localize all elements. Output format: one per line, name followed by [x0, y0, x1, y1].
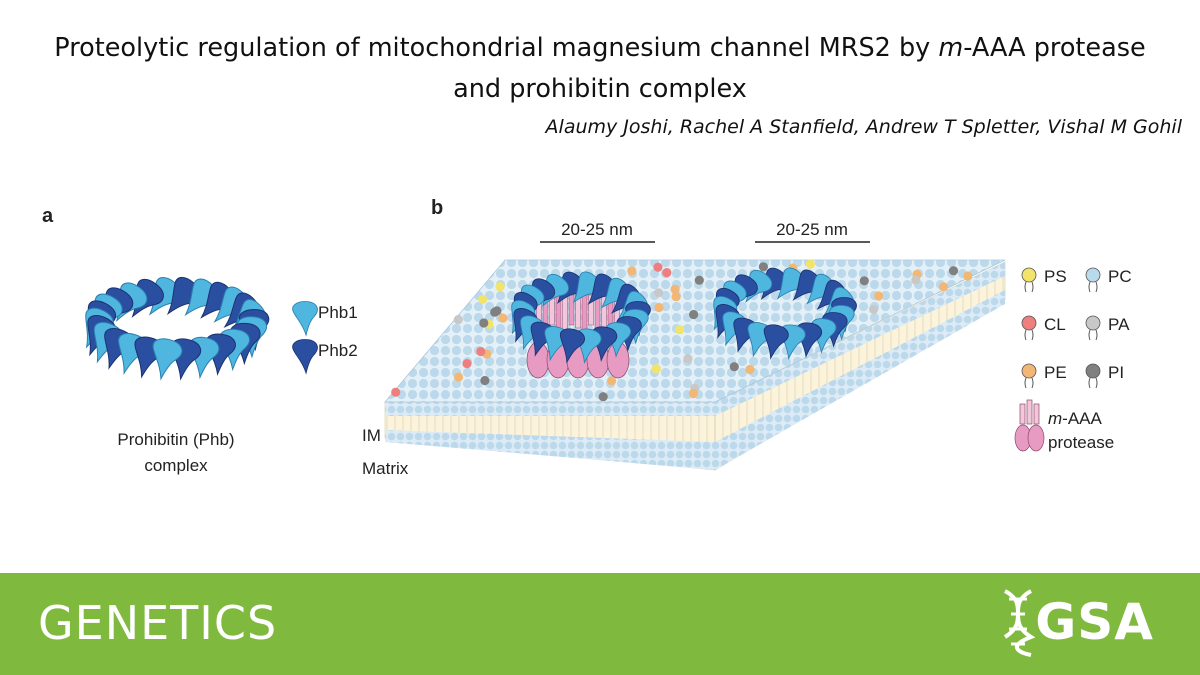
panel-a-caption-line1: Prohibitin (Phb)	[117, 430, 234, 449]
pe-legend-label: PE	[1044, 363, 1067, 382]
pa-legend-label: PA	[1108, 315, 1130, 334]
phb1-legend-icon	[292, 301, 318, 336]
lipid-head	[675, 325, 685, 335]
title-part1: Proteolytic regulation of mitochondrial …	[54, 33, 939, 63]
title-line2: and prohibitin complex	[453, 74, 747, 104]
m-aaa-protease-icon	[1014, 399, 1045, 452]
lipid-head	[480, 375, 490, 386]
lipid-head	[598, 392, 608, 402]
phb2-legend-icon	[292, 339, 318, 374]
dna-helix-icon	[1004, 589, 1036, 657]
scale-label-left: 20-25 nm	[561, 220, 633, 239]
title-part2: -AAA protease	[963, 33, 1146, 63]
lipid-head	[490, 307, 500, 317]
m-aaa-rest: -AAA	[1062, 409, 1102, 428]
protease-legend-label: protease	[1048, 433, 1114, 452]
lipid-head	[671, 292, 681, 302]
lipid-head	[607, 376, 617, 386]
pc-legend-label: PC	[1108, 267, 1132, 286]
pc-lipid-icon	[1085, 267, 1101, 293]
scale-label-right: 20-25 nm	[776, 220, 848, 239]
protease-helix	[588, 294, 594, 326]
lipid-head	[745, 364, 755, 375]
lipid-head	[654, 288, 664, 298]
lipid-head	[670, 284, 680, 294]
pi-lipid-icon	[1085, 363, 1101, 389]
author-list: Alaumy Joshi, Rachel A Stanfield, Andrew…	[545, 116, 1182, 138]
lipid-head	[869, 304, 879, 314]
footer-bar: GENETICS GSA	[0, 573, 1200, 675]
lipid-head	[654, 302, 664, 313]
matrix-label: Matrix	[362, 459, 409, 478]
coloured-lipid-heads	[391, 259, 973, 402]
m-aaa-legend-label: m-AAA	[1048, 409, 1103, 428]
journal-name: GENETICS	[38, 596, 278, 650]
ps-legend-label: PS	[1044, 267, 1067, 286]
im-label: IM	[362, 426, 381, 445]
lipid-head	[729, 362, 739, 372]
lipid-head	[453, 372, 464, 382]
lipid-head	[948, 266, 959, 276]
lipid-head	[805, 259, 816, 269]
phb1-legend-label: Phb1	[318, 303, 358, 322]
figure-illustration: a Phb1 Phb2 Prohibitin (Phb) complex b 2…	[42, 197, 1132, 478]
lipid-head	[462, 359, 472, 369]
lipid-head	[758, 262, 769, 272]
lipid-head	[911, 275, 921, 285]
lipid-head	[689, 309, 699, 320]
lipid-head	[453, 315, 463, 325]
lipid-legend: PS PC CL PA	[1014, 267, 1132, 452]
prohibitin-ring	[71, 272, 272, 383]
panel-a-caption-line2: complex	[144, 456, 208, 475]
figure: a Phb1 Phb2 Prohibitin (Phb) complex b 2…	[0, 180, 1200, 540]
pe-lipid-icon	[1021, 363, 1037, 389]
title-italic-m: m	[938, 33, 964, 63]
pi-legend-label: PI	[1108, 363, 1124, 382]
lipid-head	[874, 291, 884, 301]
gsa-logo: GSA	[1001, 587, 1154, 657]
membrane-bilayer	[384, 259, 1006, 471]
lipid-head	[498, 313, 508, 323]
m-aaa-italic: m	[1048, 409, 1062, 428]
phb2-legend-label: Phb2	[318, 341, 358, 360]
lipid-head	[938, 282, 949, 292]
lipid-head	[688, 389, 699, 399]
ps-lipid-icon	[1021, 267, 1037, 293]
protease-helix	[568, 294, 575, 326]
lipid-head	[963, 271, 973, 281]
lipid-head	[391, 387, 401, 397]
cl-lipid-icon	[1021, 315, 1037, 341]
lipid-head	[627, 266, 637, 276]
lipid-head	[479, 318, 489, 328]
panel-a-label: a	[42, 205, 54, 227]
lipid-head	[662, 268, 672, 278]
lipid-head	[495, 282, 505, 292]
panel-b-label: b	[431, 197, 443, 219]
lipid-head	[683, 354, 693, 364]
cl-legend-label: CL	[1044, 315, 1066, 334]
article-title: Proteolytic regulation of mitochondrial …	[0, 28, 1200, 110]
lipid-head	[694, 275, 704, 285]
pa-lipid-icon	[1085, 315, 1101, 341]
lipid-head	[651, 364, 661, 374]
prohibitin-ring-with-protease	[500, 267, 653, 379]
lipid-head	[653, 262, 663, 272]
lipid-head	[859, 276, 869, 286]
lipid-head	[476, 346, 486, 357]
lipid-head	[478, 294, 488, 304]
gsa-logo-text: GSA	[1035, 593, 1154, 651]
